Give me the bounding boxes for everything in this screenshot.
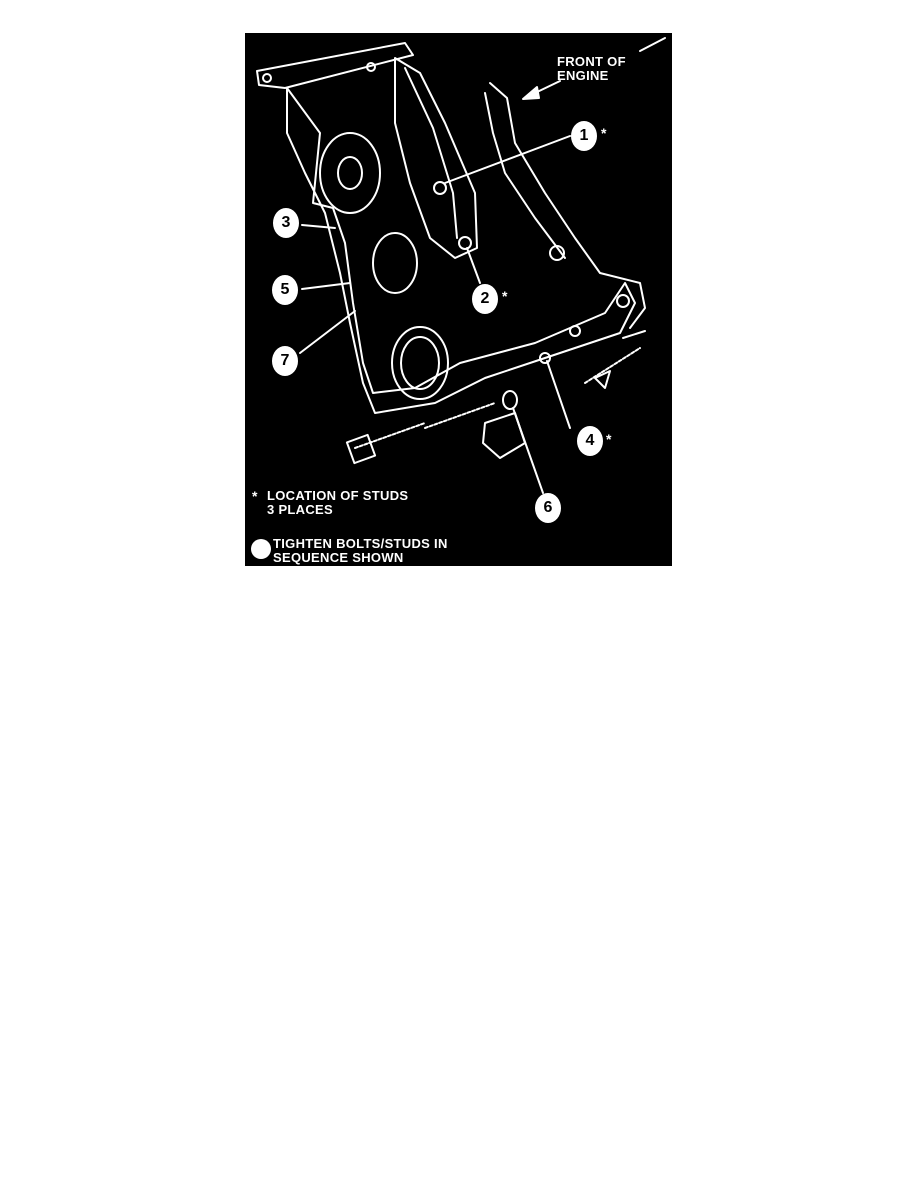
- callout-7: 7: [272, 346, 298, 376]
- bolt-hole-1: [433, 181, 447, 195]
- direction-label-line1: FRONT OF: [557, 54, 626, 69]
- leader-1: [444, 135, 571, 184]
- bolt-hole-bracket: [616, 294, 630, 308]
- side-bracket: [489, 82, 646, 329]
- leader-2: [466, 247, 481, 284]
- leader-3: [301, 224, 336, 229]
- legend-stud-line1: LOCATION OF STUDS: [267, 488, 409, 503]
- bolt-hole-6: [502, 390, 518, 410]
- legend-sequence-dot: [251, 539, 271, 559]
- tensioner-pulley: [319, 132, 381, 214]
- top-bracket: [256, 42, 414, 89]
- legend-stud-marker: *: [252, 488, 258, 504]
- bolt-hole-side: [549, 245, 565, 261]
- bracket-hole-center: [366, 62, 376, 72]
- bolt-head-left: [345, 433, 377, 465]
- stud-center: [424, 402, 496, 429]
- callout-2: 2: [472, 284, 498, 314]
- front-cover-illustration: [256, 37, 666, 494]
- legend-sequence-line1: TIGHTEN BOLTS/STUDS IN: [273, 536, 448, 551]
- crankshaft-seal: [391, 326, 449, 400]
- stud-right: [584, 347, 641, 384]
- crankshaft-seal-inner: [400, 336, 440, 390]
- stud-marker-1: *: [601, 125, 607, 141]
- leader-7: [299, 310, 356, 354]
- direction-arrow-shaft: [534, 80, 561, 94]
- side-bracket-inner: [484, 92, 566, 259]
- direction-leader: [639, 37, 666, 52]
- leader-4: [546, 360, 571, 429]
- bracket-hole-left: [262, 73, 272, 83]
- pump-boss: [482, 412, 526, 459]
- bolt-hole-4: [539, 352, 551, 364]
- legend-sequence-line2: SEQUENCE SHOWN: [273, 550, 404, 565]
- stud-left: [354, 422, 426, 449]
- bolt-hole-right: [569, 325, 581, 337]
- idler-pulley: [372, 232, 418, 294]
- cover-outline: [286, 87, 636, 414]
- callout-6: 6: [535, 493, 561, 523]
- bolt-hole-2: [458, 236, 472, 250]
- chain-housing: [394, 57, 478, 259]
- leader-6: [512, 407, 544, 494]
- callout-4: 4: [577, 426, 603, 456]
- stud-right-upper: [622, 330, 646, 339]
- direction-arrow-head: [522, 86, 540, 100]
- direction-label-line2: ENGINE: [557, 68, 609, 83]
- callout-3: 3: [273, 208, 299, 238]
- chain-housing-rib: [404, 67, 458, 239]
- stud-marker-4: *: [606, 431, 612, 447]
- callout-1: 1: [571, 121, 597, 151]
- callout-5: 5: [272, 275, 298, 305]
- stud-marker-2: *: [502, 288, 508, 304]
- nut-right: [594, 370, 611, 389]
- engine-front-cover-diagram: FRONT OF ENGINE 1 * 2 * 3 4 * 5 6 7 * LO…: [245, 33, 672, 566]
- tensioner-hub: [337, 156, 363, 190]
- legend-stud-line2: 3 PLACES: [267, 502, 333, 517]
- leader-5: [301, 282, 351, 290]
